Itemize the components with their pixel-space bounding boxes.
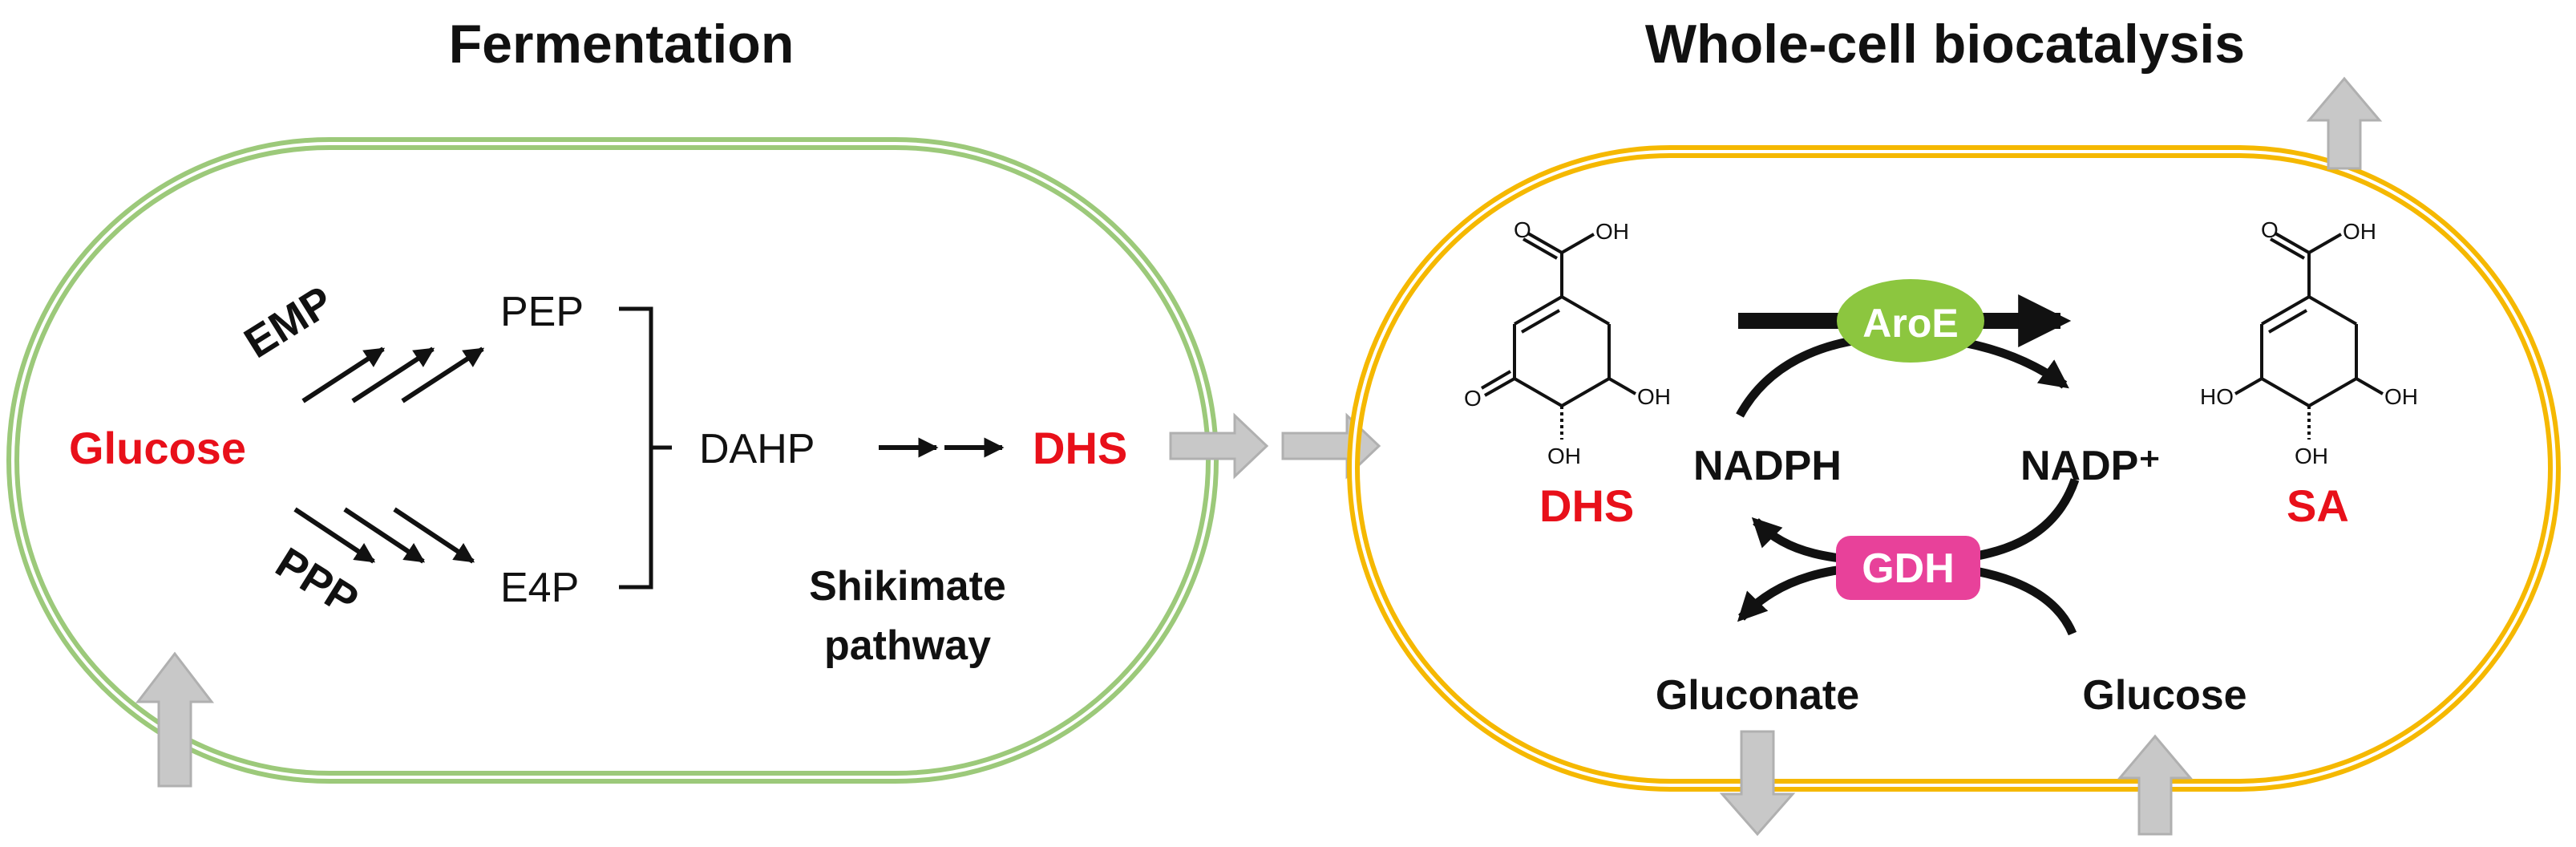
dhs-product-label: DHS (1033, 423, 1127, 473)
sa-product-label: SA (2287, 480, 2349, 531)
svg-text:OH: OH (1637, 384, 1671, 409)
glucose-uptake-transport-arrow (135, 651, 215, 788)
svg-text:O: O (1464, 386, 1482, 411)
dhs-structure (1480, 232, 1636, 440)
svg-text:OH: OH (1547, 444, 1581, 468)
nadp-plus-label: NADP⁺ (2020, 443, 2161, 489)
svg-text:OH: OH (2343, 219, 2376, 244)
aroe-label: AroE (1862, 301, 1958, 346)
fermentation-cell (6, 137, 1219, 784)
emp-arrows (301, 346, 485, 403)
gluconate-label: Gluconate (1656, 672, 1859, 719)
svg-text:OH: OH (1595, 219, 1629, 244)
svg-text:O: O (2261, 217, 2279, 242)
condensation-bracket (619, 306, 672, 590)
shikimate-pathway-line2: pathway (824, 622, 991, 669)
svg-text:OH: OH (2384, 384, 2418, 409)
aroe-enzyme: AroE (1837, 279, 1984, 363)
glucose-label: Glucose (69, 423, 246, 473)
sa-export-transport-arrow (2306, 76, 2383, 170)
biocatalysis-title: Whole-cell biocatalysis (1645, 14, 2245, 75)
sa-structure (2234, 232, 2384, 440)
emp-label: EMP (237, 277, 342, 367)
dhs-export-transport-arrow (1169, 412, 1269, 480)
ppp-arrows (293, 507, 475, 564)
svg-text:O: O (1514, 217, 1531, 242)
dhs-structure-atom-labels: O OH O OH OH (1464, 217, 1671, 468)
gdh-label: GDH (1862, 545, 1955, 592)
glucose-import-transport-arrow (2117, 734, 2194, 836)
gdh-enzyme: GDH (1836, 536, 1980, 600)
dhs-substrate-label: DHS (1539, 480, 1634, 531)
dahp-label: DAHP (699, 426, 815, 472)
e4p-label: E4P (500, 565, 579, 611)
biocatalysis-cell (1347, 145, 2561, 792)
shikimate-pathway-line1: Shikimate (809, 563, 1006, 610)
fermentation-title: Fermentation (449, 14, 795, 75)
sa-structure-atom-labels: O OH HO OH OH (2200, 217, 2418, 468)
glucose-cosubstrate-label: Glucose (2082, 672, 2246, 719)
dhs-import-transport-arrow (1281, 412, 1381, 480)
svg-text:HO: HO (2200, 384, 2234, 409)
pep-label: PEP (500, 289, 584, 335)
gluconate-export-transport-arrow (1719, 730, 1796, 837)
nadph-label: NADPH (1693, 443, 1842, 489)
ppp-label: PPP (268, 538, 366, 625)
svg-text:OH: OH (2295, 444, 2328, 468)
